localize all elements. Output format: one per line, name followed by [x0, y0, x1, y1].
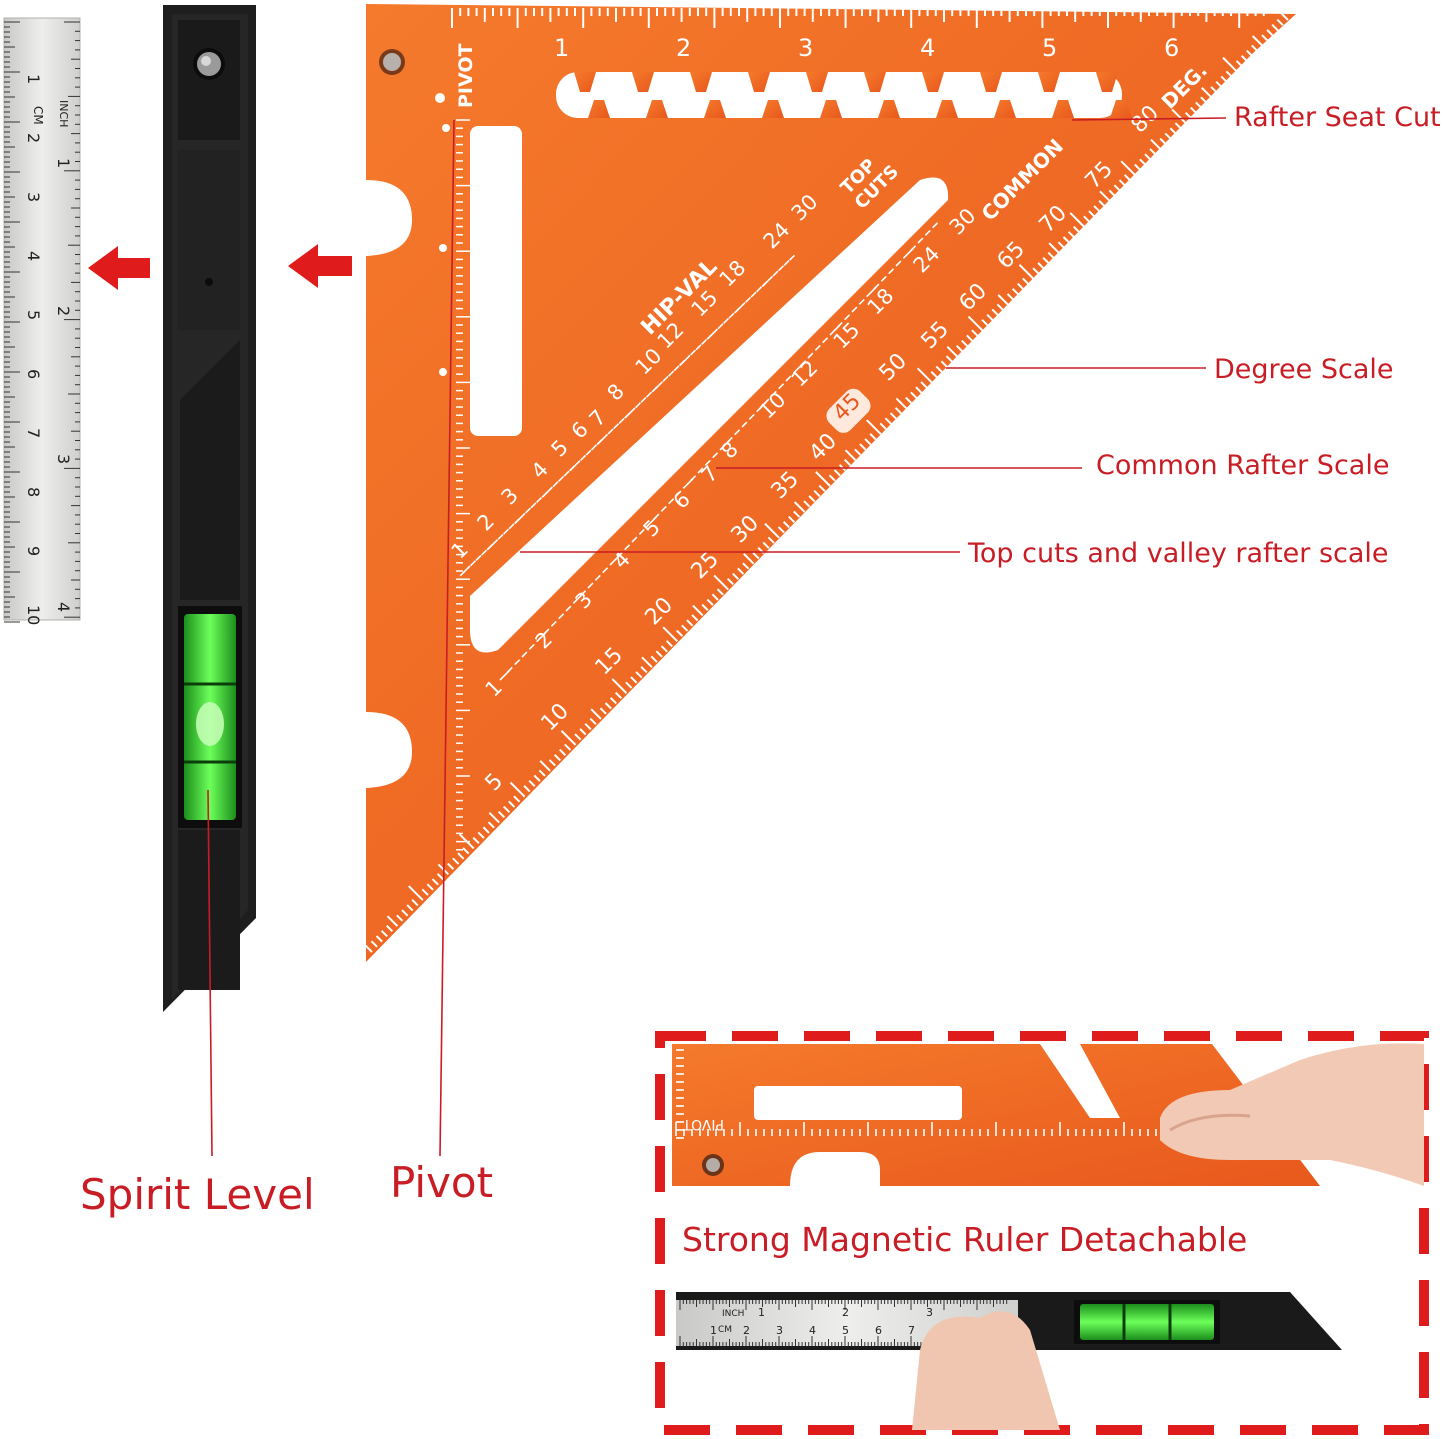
- diagonal-slot: [470, 177, 949, 653]
- hand-image: [912, 1311, 1060, 1430]
- ruler-inch-number: 2: [54, 306, 73, 316]
- top-inch-number: 2: [676, 34, 691, 62]
- ruler-cm-numbers: 1 2 3 4 5 6 7 8 9 10: [24, 74, 43, 625]
- top-inch-number: 3: [798, 34, 813, 62]
- leader-pivot: [439, 119, 455, 1157]
- ruler-inch-number: 3: [54, 454, 73, 464]
- ruler-cm-number: 7: [24, 428, 43, 438]
- arrow-left-icon: [288, 244, 352, 288]
- inset-ruler-cm-number: 7: [908, 1324, 915, 1337]
- ruler-cm-number: 5: [24, 310, 43, 320]
- pivot-mark: PIVOT: [455, 43, 477, 108]
- ruler-cm-number: 2: [24, 133, 43, 143]
- top-inch-number: 6: [1164, 34, 1179, 62]
- ruler-cm-unit: CM: [31, 106, 45, 125]
- top-inch-number: 5: [1042, 34, 1057, 62]
- callout-common-rafter-scale: Common Rafter Scale: [1096, 450, 1390, 481]
- inset-pivot-mark: PIVOT: [682, 1116, 724, 1132]
- inset-ruler-cm-number: 2: [743, 1324, 750, 1337]
- inset-ruler-cm-number: 6: [875, 1324, 882, 1337]
- ruler-inch-numbers: 1 2 3 4: [54, 158, 73, 612]
- bubble-vial: [178, 606, 242, 828]
- steel-ruler: 1 2 3 4 5 6 7 8 9 10 1 2 3 4 CM INCH: [3, 17, 81, 625]
- top-inch-number: 4: [920, 34, 935, 62]
- hand-image: [1160, 1043, 1424, 1186]
- leader-spirit-level: [207, 789, 213, 1157]
- callout-spirit-level: Spirit Level: [80, 1170, 315, 1219]
- inset-ruler-inch-number: 1: [758, 1306, 765, 1319]
- inset-ruler-cm-unit: CM: [718, 1325, 732, 1335]
- inset-ruler-cm-number: 1: [710, 1324, 717, 1337]
- ruler-inch-number: 1: [54, 158, 73, 168]
- callout-degree-scale: Degree Scale: [1214, 354, 1394, 385]
- inset-ruler-cm-number: 5: [842, 1324, 849, 1337]
- ruler-cm-number: 8: [24, 487, 43, 497]
- ruler-cm-number: 1: [24, 74, 43, 84]
- ruler-ticks: [4, 21, 80, 623]
- inset-ruler-inch-number: 2: [842, 1306, 849, 1319]
- inset-ruler-cm-number: 3: [776, 1324, 783, 1337]
- ruler-cm-number: 10: [24, 605, 43, 625]
- ruler-cm-number: 9: [24, 546, 43, 556]
- inset-ruler-cm-number: 4: [809, 1324, 816, 1337]
- callout-lines: [207, 117, 1227, 1157]
- inset-detachable-ruler: PIVOT 123456789123 INCH CM: [655, 1031, 1429, 1435]
- ruler-cm-number: 3: [24, 192, 43, 202]
- callout-top-cuts-valley: Top cuts and valley rafter scale: [968, 538, 1389, 569]
- ruler-inch-number: 4: [54, 602, 73, 612]
- top-inch-numbers: 1 2 3 4 5 6: [554, 34, 1179, 62]
- arrow-left-icon: [88, 246, 150, 290]
- vertical-slot: [470, 126, 522, 436]
- inset-caption: Strong Magnetic Ruler Detachable: [682, 1220, 1248, 1259]
- ruler-inch-unit: INCH: [57, 100, 70, 127]
- inset-ruler-inch-number: 3: [926, 1306, 933, 1319]
- callout-pivot: Pivot: [390, 1158, 494, 1207]
- leader-rafter-seat-cut: [1071, 117, 1227, 121]
- ruler-cm-number: 4: [24, 251, 43, 261]
- callout-rafter-seat-cut: Rafter Seat Cut: [1234, 102, 1441, 133]
- ruler-cm-number: 6: [24, 369, 43, 379]
- top-inch-number: 1: [554, 34, 569, 62]
- inset-ruler-inch-unit: INCH: [722, 1309, 744, 1319]
